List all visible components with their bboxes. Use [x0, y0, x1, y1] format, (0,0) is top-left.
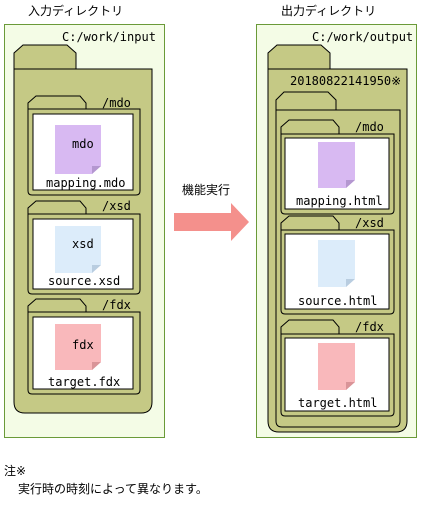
output-fdx-folder-name: /fdx: [355, 320, 384, 334]
input-mdo-folder-name: /mdo: [102, 96, 131, 110]
output-mdo-folder-name: /mdo: [355, 120, 384, 134]
output-fdx-folder-icon: [280, 319, 395, 417]
input-fdx-file-name: target.fdx: [48, 375, 121, 389]
input-mdo-doc-label: mdo: [72, 137, 94, 151]
output-directory-heading: 出力ディレクトリ: [281, 4, 377, 18]
timestamp-folder-name: 20180822141950※: [290, 74, 402, 88]
footnote-text: 実行時の時刻によって異なります。: [18, 482, 208, 496]
output-path-label: C:/work/output: [312, 30, 414, 44]
output-mdo-folder-icon: [280, 119, 395, 215]
input-directory-heading: 入力ディレクトリ: [28, 4, 124, 18]
output-fdx-file-name: target.html: [298, 396, 378, 410]
input-xsd-folder-icon: [27, 200, 141, 295]
input-path-label: C:/work/input: [62, 30, 156, 44]
input-fdx-folder-name: /fdx: [102, 298, 131, 312]
input-fdx-folder-icon: [27, 298, 141, 395]
output-xsd-file-name: source.html: [298, 294, 378, 308]
output-xsd-folder-icon: [280, 215, 395, 315]
input-xsd-file-name: source.xsd: [48, 274, 121, 288]
input-xsd-doc-label: xsd: [72, 237, 94, 251]
input-xsd-folder-name: /xsd: [102, 199, 131, 213]
input-mdo-folder-icon: [27, 95, 141, 196]
execution-arrow-icon: [174, 203, 249, 241]
footnote-title: 注※: [4, 464, 27, 478]
input-fdx-doc-label: fdx: [72, 338, 94, 352]
output-xsd-folder-name: /xsd: [355, 216, 384, 230]
process-label: 機能実行: [182, 183, 231, 197]
input-mdo-file-name: mapping.mdo: [46, 176, 126, 190]
output-mdo-file-name: mapping.html: [296, 194, 383, 208]
